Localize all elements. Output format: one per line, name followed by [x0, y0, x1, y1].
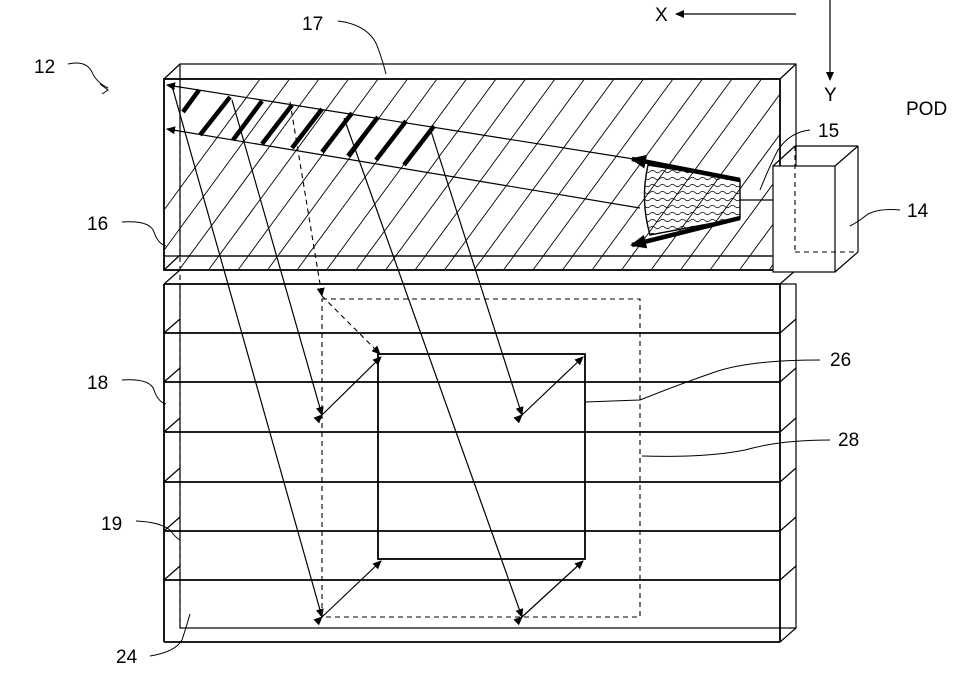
reference-labels: 12 17 16 18 19 24 15 14 26 28: [34, 14, 929, 668]
hatch-line: [326, 79, 467, 270]
hatch-line: [562, 79, 703, 270]
hatch-line: [444, 79, 585, 270]
hatch-line: [208, 79, 349, 270]
axis-indicator: X Y POD: [655, 0, 947, 120]
hatch-line: [680, 133, 780, 270]
layer-lines: [163, 318, 797, 581]
layer-edge: [163, 516, 181, 532]
hatch-line: [385, 79, 526, 270]
hatch-line: [267, 79, 408, 270]
pod-box-14: [772, 145, 859, 273]
layer-edge: [163, 467, 181, 483]
hatch-line: [164, 79, 290, 251]
hatch-line: [532, 79, 674, 270]
layer-edge: [779, 516, 797, 532]
layer-edge: [779, 467, 797, 483]
hatch-line: [296, 79, 438, 270]
inner-region-26: [377, 353, 586, 560]
projection-arrows: [171, 85, 584, 626]
axis-y-label: Y: [824, 85, 837, 106]
hatch-line: [164, 79, 261, 211]
ref-16: 16: [87, 214, 108, 235]
hatch-line: [739, 213, 780, 270]
hatch-line: [709, 173, 780, 270]
ref-28: 28: [838, 430, 859, 451]
hatch-line: [473, 79, 615, 270]
hatch-line: [237, 79, 379, 270]
ref-26: 26: [830, 350, 851, 371]
layer-edge: [163, 565, 181, 581]
lower-panel: [163, 269, 797, 643]
ref-17: 17: [302, 14, 323, 35]
ref-12: 12: [34, 57, 55, 78]
diagonal-hatching: [164, 79, 780, 270]
hatch-line: [178, 79, 320, 270]
emitter-15: [630, 154, 773, 249]
dashed-region-28: [321, 298, 641, 618]
pod-label: POD: [906, 99, 947, 120]
layer-edge: [779, 417, 797, 433]
top-plate: [163, 63, 797, 271]
layer-edge: [779, 565, 797, 581]
bold-hatch-segments: [181, 88, 436, 167]
layer-edge: [163, 417, 181, 433]
hatch-line: [503, 79, 644, 270]
ref-14: 14: [907, 201, 929, 222]
axis-x-label: X: [655, 5, 668, 26]
layer-edge: [163, 367, 181, 383]
dashed-back-corner: [179, 86, 780, 629]
layer-edge: [779, 367, 797, 383]
ref-15: 15: [818, 121, 839, 142]
hatch-line: [414, 79, 556, 270]
hatch-line: [355, 79, 497, 270]
layer-edge: [163, 318, 181, 334]
ref-24: 24: [116, 647, 138, 668]
ref-18: 18: [87, 373, 108, 394]
layer-edge: [779, 318, 797, 334]
leader-lines: [67, 20, 901, 657]
ref-19: 19: [101, 514, 122, 535]
